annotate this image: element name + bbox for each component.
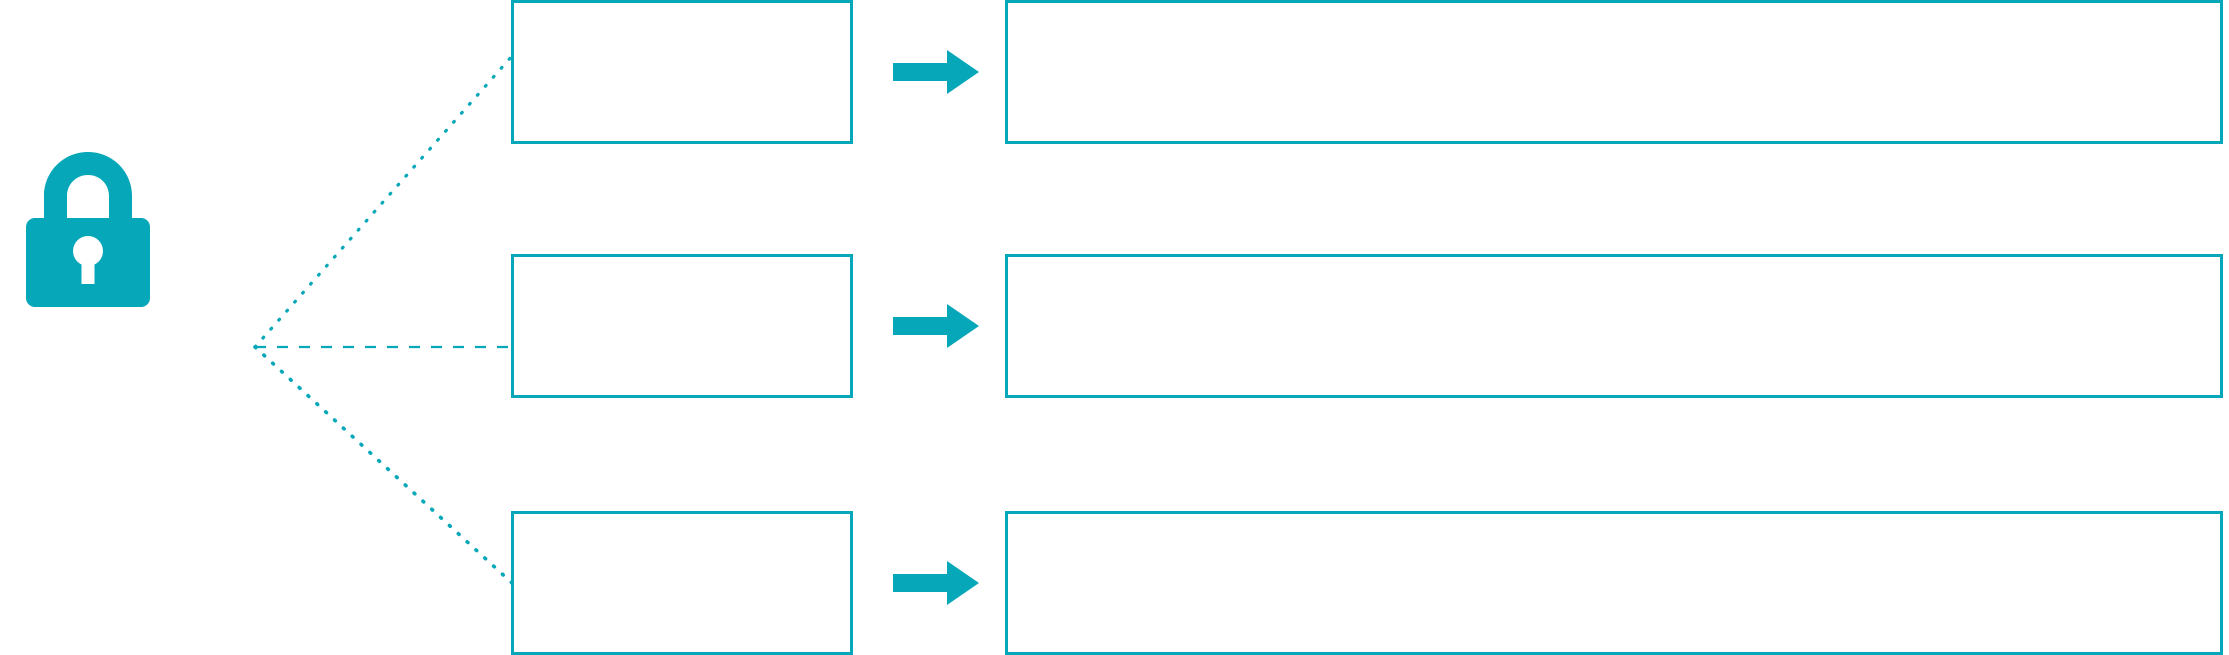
stage-box-left-2[interactable] [511,254,853,398]
flow-row-3 [0,511,2229,655]
stage-box-right-2[interactable] [1005,254,2223,398]
stage-box-left-3[interactable] [511,511,853,655]
flow-row-2 [0,254,2229,398]
stage-box-left-1[interactable] [511,0,853,144]
flow-row-1 [0,0,2229,144]
lock-icon [26,152,150,307]
lock-shackle [44,152,132,228]
stage-box-right-1[interactable] [1005,0,2223,144]
arrow-right-icon [893,304,979,348]
arrow-right-icon [893,50,979,94]
lock-keyhole [73,236,103,284]
arrow-right-icon [893,561,979,605]
stage-box-right-3[interactable] [1005,511,2223,655]
